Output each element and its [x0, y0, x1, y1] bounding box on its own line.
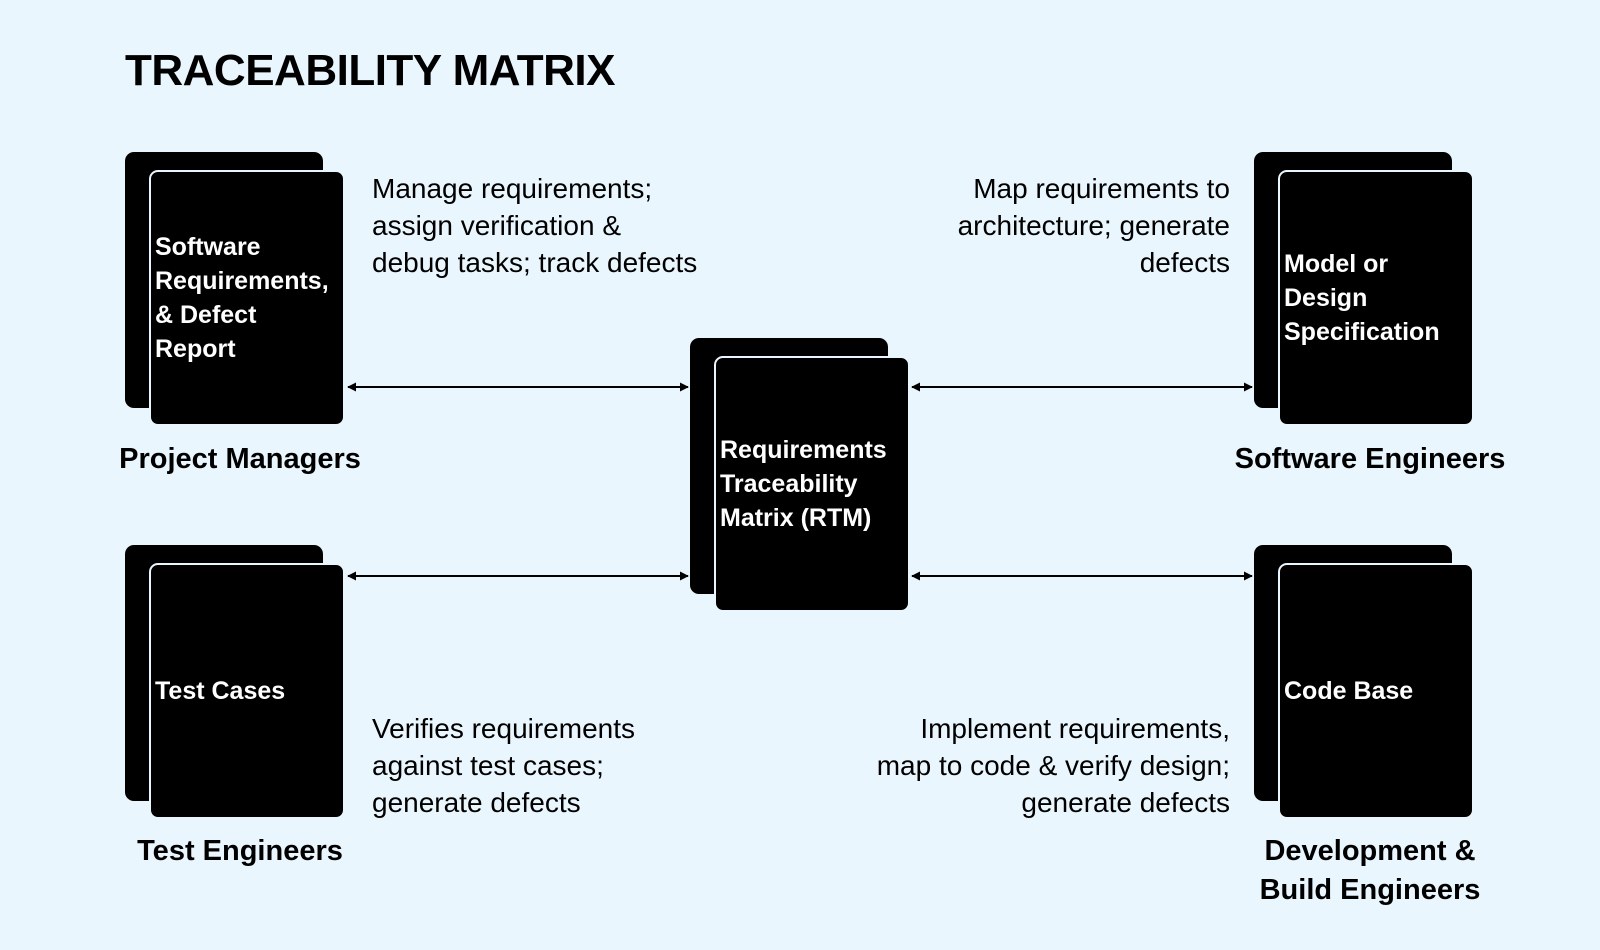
description-project-managers: Manage requirements; assign verification…	[372, 173, 698, 278]
document-label-rtm: Requirements Traceability Matrix (RTM)	[720, 436, 887, 532]
document-front-sheet: Software Requirements, & Defect Report	[149, 170, 345, 426]
document-label-design-specification: Model or Design Specification	[1284, 250, 1440, 346]
document-label-test-cases: Test Cases	[155, 677, 286, 705]
document-front-sheet: Code Base	[1278, 563, 1474, 819]
document-label-code-base: Code Base	[1284, 677, 1414, 705]
document-stack-rtm: Requirements Traceability Matrix (RTM)	[690, 338, 910, 612]
document-front-sheet: Model or Design Specification	[1278, 170, 1474, 426]
description-dev-build-engineers: Implement requirements, map to code & ve…	[876, 713, 1230, 818]
description-test-engineers: Verifies requirements against test cases…	[372, 713, 636, 818]
document-stack-design-specification: Model or Design Specification	[1254, 152, 1474, 426]
document-stack-test-cases: Test Cases	[125, 545, 345, 819]
role-label-software-engineers: Software Engineers	[1234, 443, 1506, 475]
description-software-engineers: Map requirements to architecture; genera…	[957, 173, 1230, 278]
document-front-sheet: Test Cases	[149, 563, 345, 819]
role-label-test-engineers: Test Engineers	[137, 835, 343, 867]
document-front-sheet: Requirements Traceability Matrix (RTM)	[714, 356, 910, 612]
diagram-title: TRACEABILITY MATRIX	[125, 46, 615, 95]
role-label-dev-build-engineers: Development & Build Engineers	[1259, 835, 1481, 906]
role-label-project-managers: Project Managers	[119, 443, 361, 475]
document-stack-software-requirements: Software Requirements, & Defect Report	[125, 152, 345, 426]
document-stack-code-base: Code Base	[1254, 545, 1474, 819]
document-label-software-requirements: Software Requirements, & Defect Report	[155, 233, 329, 363]
